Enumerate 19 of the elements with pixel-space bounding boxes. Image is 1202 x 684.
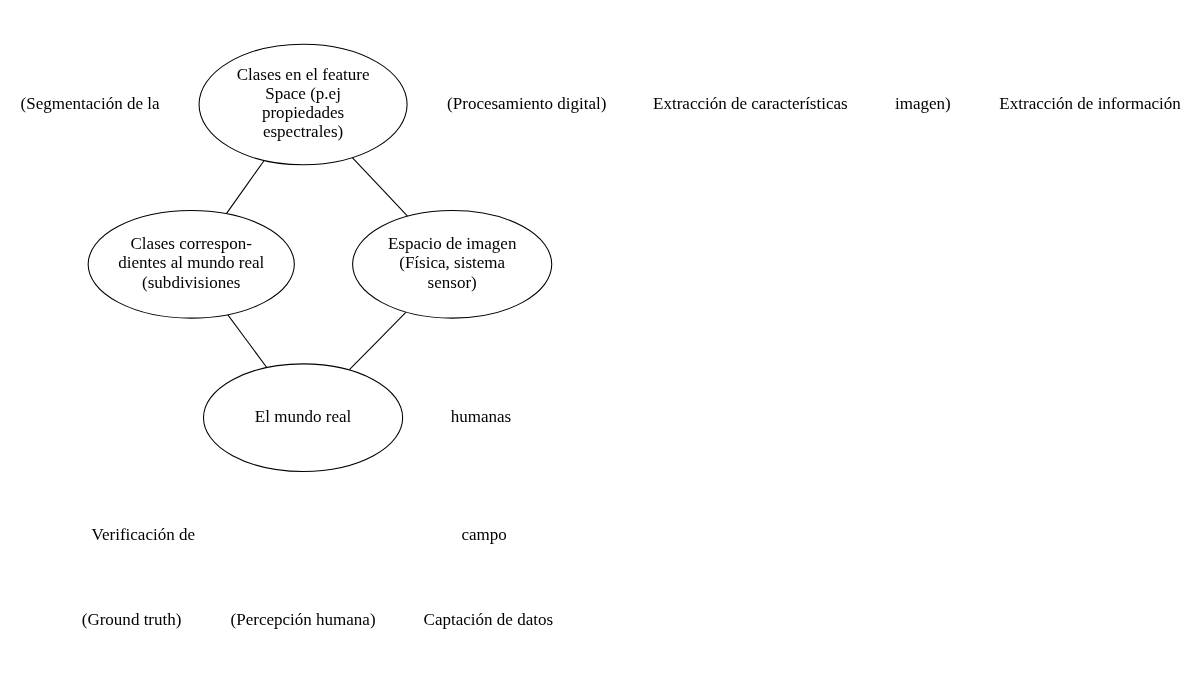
label: Extracción de información <box>999 93 1181 113</box>
label: Captación de datos <box>423 609 554 629</box>
label: (Ground truth) <box>81 609 182 629</box>
label: imagen) <box>895 93 951 113</box>
node-ellipse: Clases correspon- dientes al mundo real (subdivisiones <box>87 210 295 319</box>
node-ellipse: Espacio de imagen (Física, sistema sensor) <box>352 210 553 319</box>
label: humanas <box>450 406 512 426</box>
connector <box>227 314 268 369</box>
node-ellipse: El mundo real <box>202 363 404 472</box>
label: campo <box>461 525 507 545</box>
label: (Procesamiento digital) <box>447 93 607 113</box>
connector <box>351 157 409 217</box>
label: Verificación de <box>91 525 196 545</box>
label: Extracción de características <box>653 93 848 113</box>
label: (Percepción humana) <box>230 609 376 629</box>
label: (Segmentación de la <box>20 93 160 113</box>
connector <box>225 160 265 215</box>
node-ellipse: Clases en el feature Space (p.ej propiedades espectrales) <box>198 43 408 166</box>
connector <box>348 311 407 371</box>
